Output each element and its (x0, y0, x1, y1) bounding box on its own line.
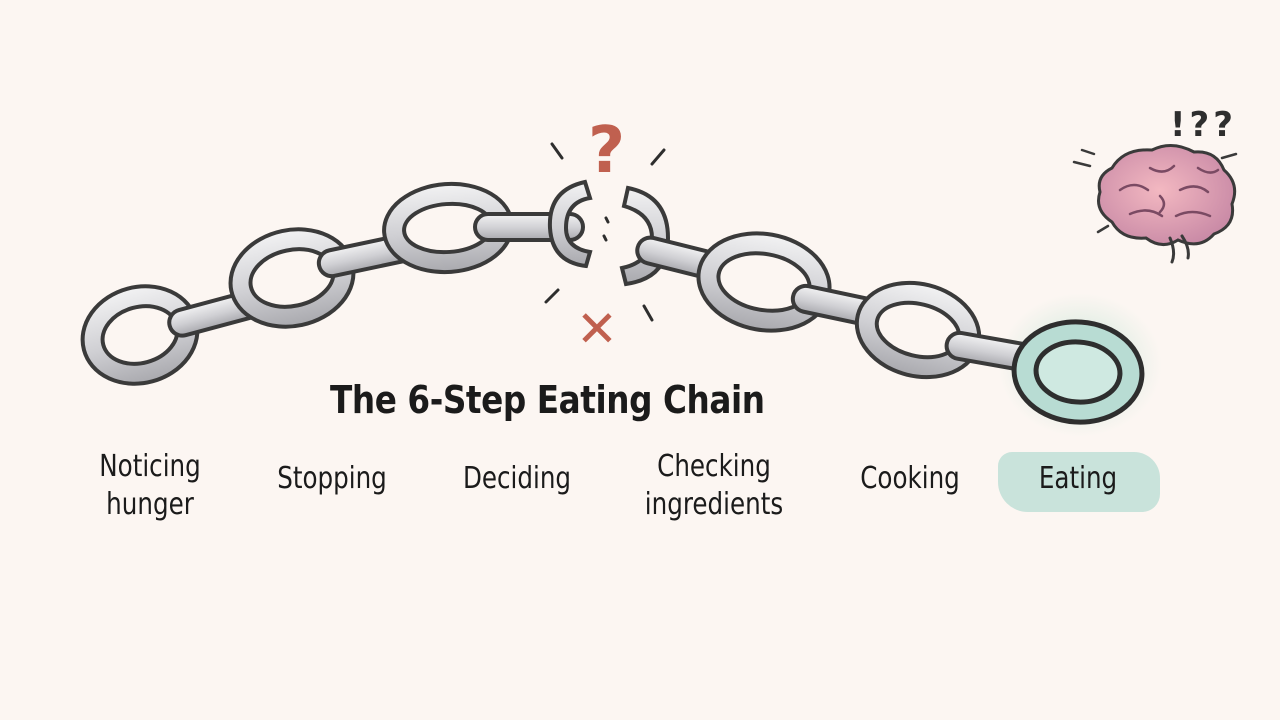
chain-link-1 (80, 284, 200, 386)
step-label-line2: ingredients (644, 487, 784, 522)
step-label-line1: Noticing (99, 449, 201, 484)
step-label-line1: Cooking (860, 461, 960, 496)
step-eating: Eating (1004, 460, 1152, 498)
diagram-title: The 6-Step Eating Chain (330, 378, 765, 422)
broken-link-right (619, 185, 671, 287)
chain-link-8 (696, 231, 832, 333)
brain-motion-lines (1072, 148, 1238, 234)
question-mark-icon: ? (588, 114, 625, 188)
brain-confusion-marks: !?? (1170, 105, 1237, 145)
step-noticing-hunger: Noticing hunger (76, 448, 224, 524)
step-stopping: Stopping (258, 460, 406, 498)
broken-link-left (547, 179, 593, 269)
break-sparks (544, 142, 666, 322)
chain-link-5 (382, 181, 514, 275)
chain-link-final (1011, 319, 1145, 425)
step-label-line1: Eating (1038, 461, 1118, 496)
step-cooking: Cooking (836, 460, 984, 498)
step-label-line1: Stopping (277, 461, 387, 496)
cross-mark-icon: ✕ (576, 300, 618, 358)
eating-highlight (998, 452, 1160, 512)
step-label-line1: Checking (657, 449, 771, 484)
step-deciding: Deciding (443, 460, 591, 498)
step-label-line1: Deciding (462, 461, 572, 496)
step-checking-ingredients: Checking ingredients (624, 448, 804, 524)
chain-link-10 (854, 280, 982, 380)
brain-icon (1097, 144, 1237, 264)
step-label-line2: hunger (106, 487, 194, 522)
